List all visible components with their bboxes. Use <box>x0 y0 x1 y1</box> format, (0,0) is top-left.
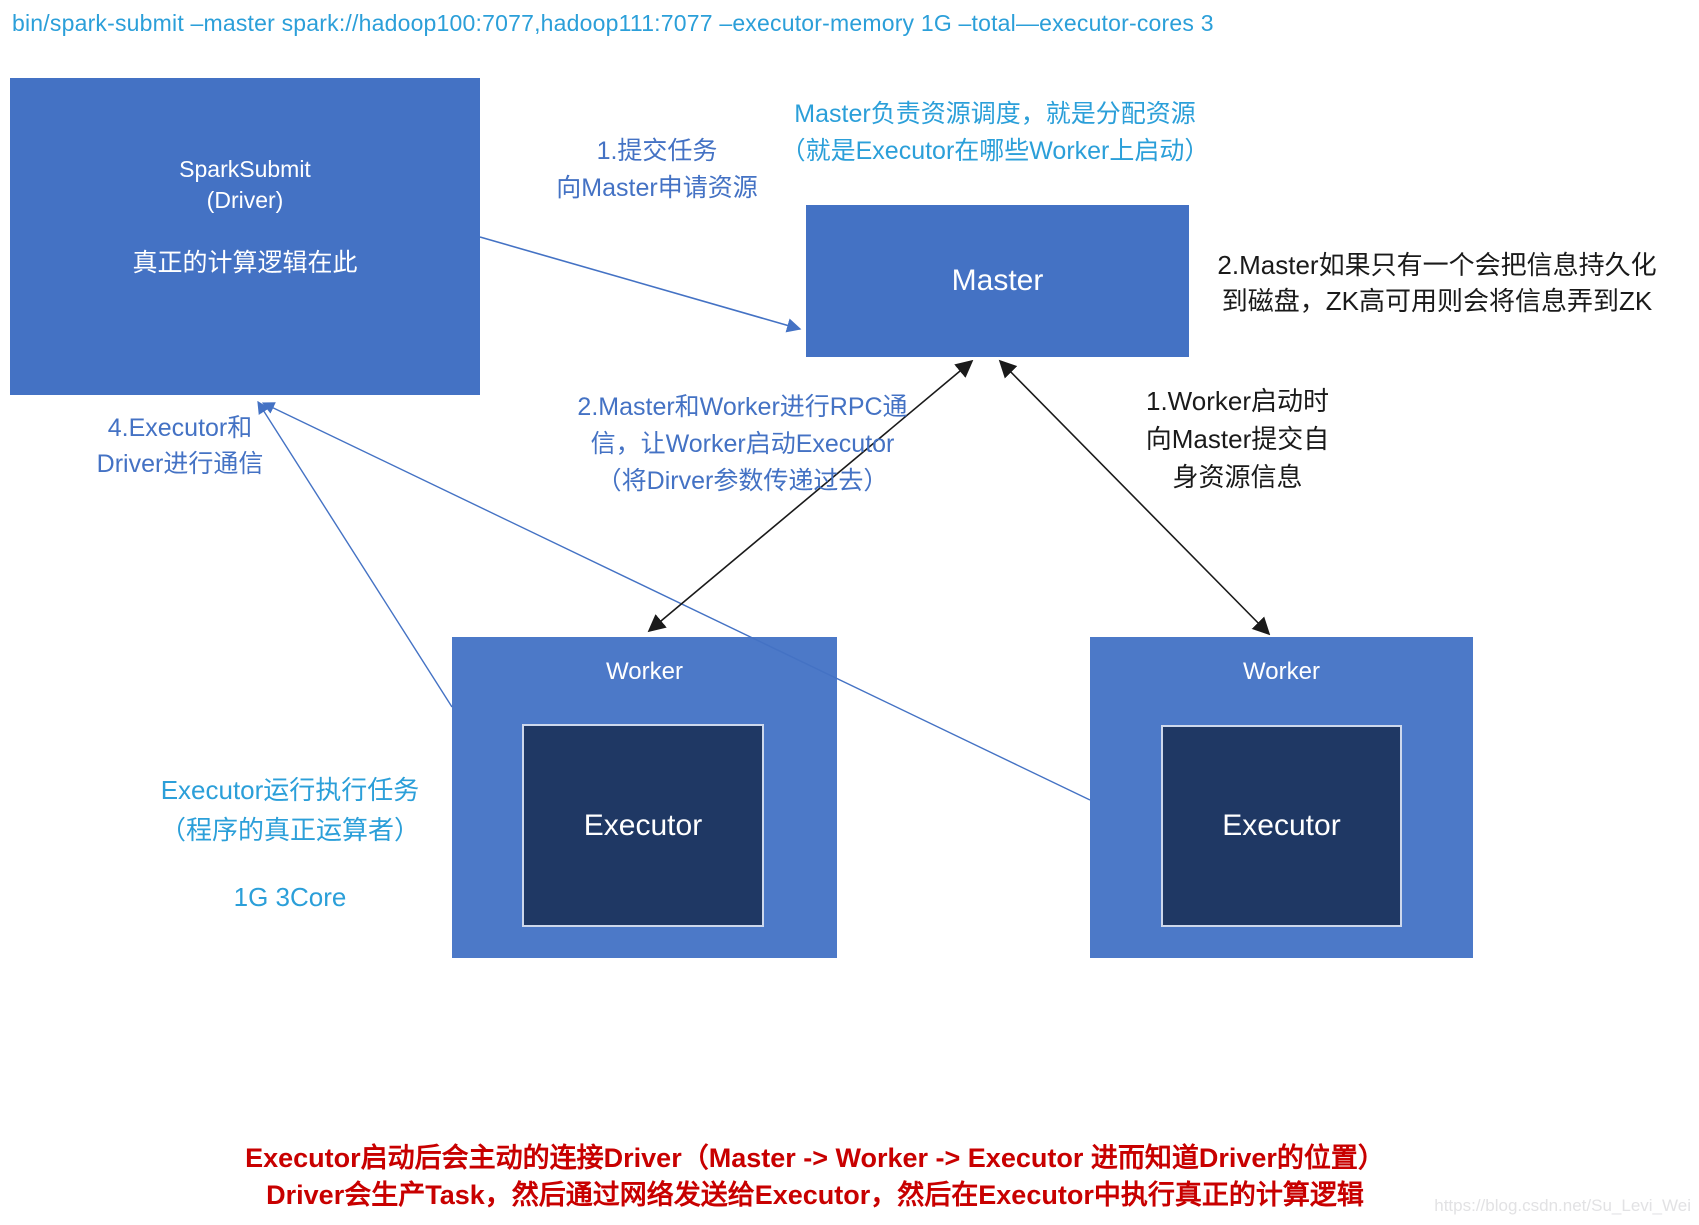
worker-left-label: Worker <box>606 658 683 685</box>
annotation-worker-register: 1.Worker启动时 向Master提交自 身资源信息 <box>1085 382 1390 496</box>
bottom-note: Executor启动后会主动的连接Driver（Master -> Worker… <box>155 1140 1475 1214</box>
annotation-submit-task: 1.提交任务 向Master申请资源 <box>527 133 787 207</box>
spark-submit-box: SparkSubmit (Driver) 真正的计算逻辑在此 <box>10 78 480 395</box>
spark-submit-title: SparkSubmit <box>179 156 311 182</box>
annotation-resources: 1G 3Core <box>233 882 347 912</box>
spark-submit-note: 真正的计算逻辑在此 <box>132 249 358 277</box>
annotation-executor-driver-line1: 4.Executor和 <box>107 414 253 442</box>
arrow-submit-to-master <box>479 236 802 333</box>
annotation-master-persist-line1: 2.Master如果只有一个会把信息持久化 <box>1217 250 1657 280</box>
executor-right-box: Executor <box>1161 725 1402 927</box>
annotation-master-role: Master负责资源调度，就是分配资源 （就是Executor在哪些Worker… <box>755 96 1235 170</box>
annotation-executor-driver-line2: Driver进行通信 <box>96 450 264 478</box>
worker-right-box: Worker Executor <box>1090 637 1473 958</box>
worker-right-label: Worker <box>1243 658 1320 685</box>
annotation-master-role-line1: Master负责资源调度，就是分配资源 <box>794 100 1196 128</box>
worker-left-box: Worker Executor <box>452 637 837 958</box>
spark-submit-subtitle: (Driver) <box>206 187 284 213</box>
annotation-rpc-line3: （将Dirver参数传递过去） <box>596 467 889 495</box>
annotation-worker-register-line3: 身资源信息 <box>1172 462 1303 492</box>
watermark: https://blog.csdn.net/Su_Levi_Wei <box>1434 1196 1691 1215</box>
annotation-rpc-line1: 2.Master和Worker进行RPC通 <box>577 393 908 421</box>
master-label: Master <box>951 264 1044 297</box>
master-box: Master <box>806 205 1189 357</box>
annotation-executor-run-line2: （程序的真正运算者） <box>159 815 420 845</box>
annotation-submit-task-line1: 1.提交任务 <box>596 137 718 165</box>
annotation-worker-register-line2: 向Master提交自 <box>1145 424 1330 454</box>
annotation-master-persist-line2: 到磁盘，ZK高可用则会将信息弄到ZK <box>1221 286 1653 316</box>
annotation-executor-run-line1: Executor运行执行任务 <box>160 775 420 805</box>
bottom-note-line1: Executor启动后会主动的连接Driver（Master -> Worker… <box>245 1143 1385 1173</box>
annotation-rpc: 2.Master和Worker进行RPC通 信，让Worker启动Executo… <box>515 389 970 500</box>
executor-left-label: Executor <box>583 808 703 842</box>
annotation-rpc-line2: 信，让Worker启动Executor <box>590 430 895 458</box>
annotation-executor-driver: 4.Executor和 Driver进行通信 <box>25 410 335 482</box>
executor-left-box: Executor <box>522 724 764 927</box>
spark-submit-command: bin/spark-submit –master spark://hadoop1… <box>12 10 1214 36</box>
bottom-note-line2: Driver会生产Task，然后通过网络发送给Executor，然后在Execu… <box>266 1180 1364 1210</box>
annotation-master-role-line2: （就是Executor在哪些Worker上启动） <box>780 137 1210 165</box>
annotation-submit-task-line2: 向Master申请资源 <box>556 174 758 202</box>
executor-right-label: Executor <box>1222 809 1341 842</box>
annotation-worker-register-line1: 1.Worker启动时 <box>1146 386 1329 416</box>
annotation-executor-run: Executor运行执行任务 （程序的真正运算者） <box>110 770 470 850</box>
annotation-master-persist: 2.Master如果只有一个会把信息持久化 到磁盘，ZK高可用则会将信息弄到ZK <box>1192 247 1682 319</box>
